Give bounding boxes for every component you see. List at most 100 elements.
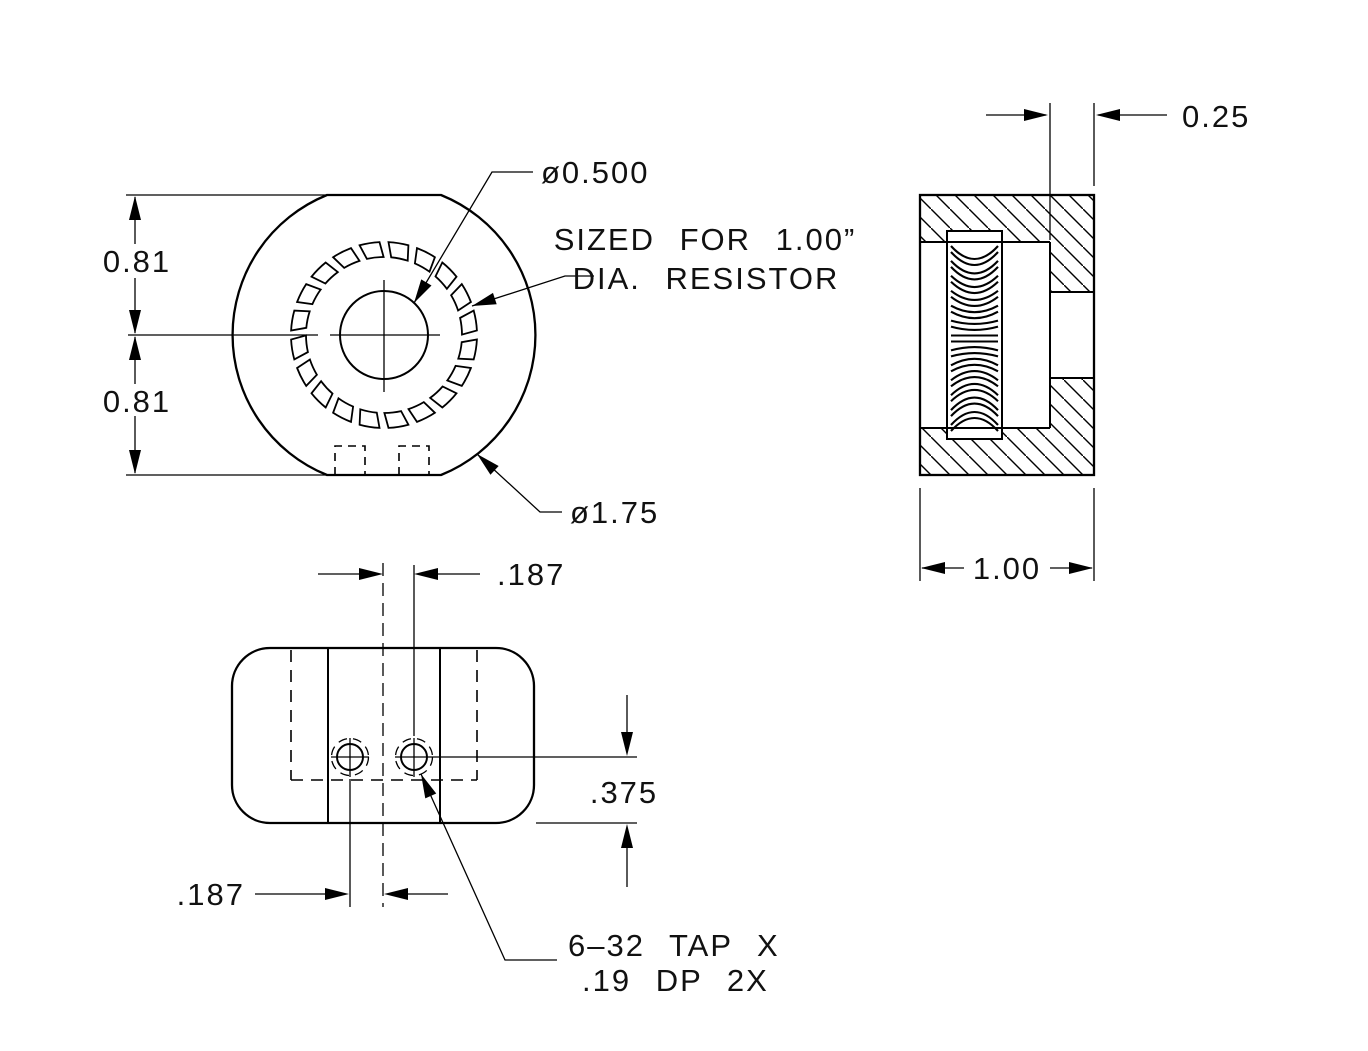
spring-finger-arc (950, 325, 999, 331)
spring-strip-outline (946, 230, 1003, 440)
leader-line (471, 275, 594, 307)
arrowhead (129, 310, 141, 334)
dimension-arrowheads (129, 109, 1120, 900)
outer-diameter-text: ø1.75 (570, 495, 659, 530)
spring-finger-arc (950, 376, 999, 388)
bottom-view: .187 .187 .375 6–32 TAP X .19 DP 2X (177, 557, 780, 998)
arrowhead (1024, 109, 1048, 121)
arrowhead (129, 450, 141, 474)
spring-finger-arc (950, 410, 999, 426)
spring-finger-arc (950, 260, 999, 275)
ring-segment (449, 282, 472, 312)
spring-finger-arc (950, 382, 999, 396)
dim-text-upper-radius: 0.81 (103, 244, 171, 279)
hidden-tap-hole-right (398, 445, 430, 475)
arrowhead (325, 888, 349, 900)
arrowhead (1096, 109, 1120, 121)
leader-line (420, 773, 557, 961)
leader-line (413, 171, 533, 304)
resistor-note-line1: SIZED FOR 1.00” (554, 222, 857, 257)
ring-segment (457, 338, 478, 361)
ring-segment (290, 309, 311, 332)
ring-segment (358, 408, 381, 429)
arrowhead (621, 824, 633, 848)
arrowhead (359, 568, 383, 580)
spring-finger-arc (950, 266, 999, 281)
tap-hole-left (330, 737, 370, 777)
arrowhead (384, 888, 408, 900)
ring-segment (358, 241, 385, 260)
arrowhead (921, 562, 945, 574)
ring-segment (459, 309, 478, 336)
dim-text-lower-radius: 0.81 (103, 384, 171, 419)
hatch-right-wall-lower (1050, 378, 1094, 428)
dim-375: .375 (433, 695, 658, 887)
arrowhead (472, 292, 497, 306)
arrowhead (414, 279, 432, 303)
spring-finger-arc (950, 352, 999, 358)
leader-bore-diameter: ø0.500 (413, 155, 650, 304)
ring-segment (310, 261, 340, 285)
spring-finger-arc (950, 357, 999, 367)
dim-187-upper: .187 (318, 557, 563, 736)
side-section-view: 0.25 1.00 (918, 99, 1250, 586)
spring-finger-arc (950, 363, 999, 373)
spring-finger-arc (950, 281, 999, 295)
dim-0-25: 0.25 (986, 99, 1250, 240)
tap-hole-right (394, 737, 434, 777)
ring-segment (290, 334, 309, 361)
spring-finger-arc (950, 275, 999, 289)
leader-tap-note: 6–32 TAP X .19 DP 2X (420, 773, 780, 998)
spring-finger-arc (950, 346, 999, 352)
leader-line (476, 453, 562, 513)
hole-offset-lower-text: .187 (177, 877, 245, 912)
tap-note-line2: .19 DP 2X (582, 963, 769, 998)
spring-finger-arc (950, 310, 999, 320)
spring-finger-arcs (950, 245, 999, 432)
spring-finger-arc (950, 304, 999, 314)
arrowhead (129, 336, 141, 360)
ring-segment (296, 358, 319, 388)
arrowhead (621, 732, 633, 756)
spring-finger-arc (950, 416, 999, 432)
recess-depth-text: 0.25 (1182, 99, 1250, 134)
spring-finger-arc (950, 402, 999, 417)
leader-outer-diameter: ø1.75 (476, 453, 659, 530)
dim-187-lower: .187 (177, 779, 448, 912)
hole-to-edge-text: .375 (590, 775, 658, 810)
bore-diameter-text: ø0.500 (541, 155, 650, 190)
ring-segment (331, 247, 361, 270)
ring-segment (407, 400, 437, 423)
ring-segment (445, 364, 473, 387)
ring-segment (332, 396, 355, 424)
arrowhead (1069, 562, 1093, 574)
body-outline (918, 193, 1096, 477)
arrowhead (414, 568, 438, 580)
front-view: 0.81 0.81 ø0.500 SIZED FOR 1.00” DIA. RE… (103, 155, 857, 530)
ring-segment (428, 385, 458, 409)
ring-segment (413, 246, 436, 274)
arrowhead (129, 196, 141, 220)
hidden-tap-hole-left (334, 445, 366, 475)
hatch-right-wall-upper (1050, 242, 1094, 292)
dim-1-00: 1.00 (919, 488, 1095, 586)
spring-finger-arc (950, 319, 999, 325)
spring-finger-arc (950, 388, 999, 402)
resistor-note-line2: DIA. RESISTOR (573, 261, 840, 296)
tap-note-line1: 6–32 TAP X (568, 928, 780, 963)
spring-finger-arc (950, 289, 999, 301)
serrated-ring (290, 241, 478, 429)
ring-segment (387, 241, 410, 262)
arrowhead (421, 774, 437, 799)
leader-resistor-note: SIZED FOR 1.00” DIA. RESISTOR (471, 222, 857, 307)
ring-segment (434, 261, 458, 291)
ring-segment (310, 379, 334, 409)
spring-finger-arc (950, 295, 999, 307)
dim-0-81-pair: 0.81 0.81 (103, 194, 327, 476)
arrowhead (477, 454, 499, 475)
outer-profile (231, 193, 537, 477)
width-text: 1.00 (973, 551, 1041, 586)
ring-segment (295, 283, 323, 306)
